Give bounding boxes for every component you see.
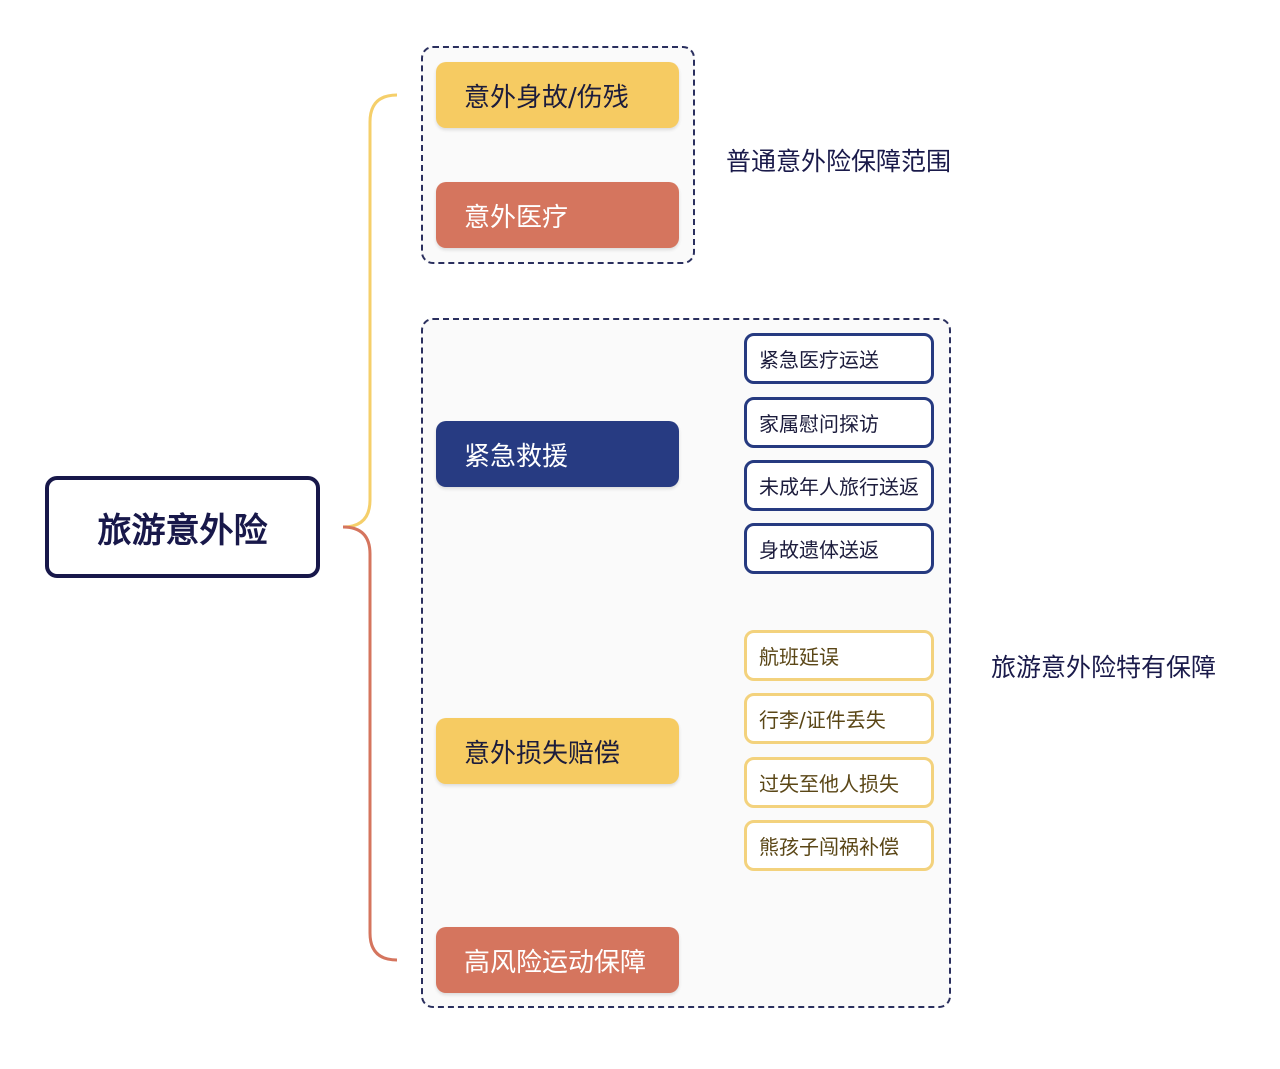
leaf-emergency-medical-transport: 紧急医疗运送 <box>744 333 934 384</box>
leaf-remains-repatriation: 身故遗体送返 <box>744 523 934 574</box>
leaf-minor-return: 未成年人旅行送返 <box>744 460 934 511</box>
travel-coverage-caption: 旅游意外险特有保障 <box>991 653 1217 682</box>
node-emergency-rescue: 紧急救援 <box>436 421 679 487</box>
node-accidental-loss-compensation: 意外损失赔偿 <box>436 718 679 784</box>
node-accidental-medical: 意外医疗 <box>436 182 679 248</box>
root-node: 旅游意外险 <box>45 476 320 578</box>
leaf-flight-delay: 航班延误 <box>744 630 934 681</box>
leaf-luggage-document-loss: 行李/证件丢失 <box>744 693 934 744</box>
root-bracket-lower <box>342 525 398 962</box>
leaf-third-party-liability: 过失至他人损失 <box>744 757 934 808</box>
leaf-child-mischief-compensation: 熊孩子闯祸补偿 <box>744 820 934 871</box>
node-high-risk-sports: 高风险运动保障 <box>436 927 679 993</box>
node-accidental-death-disability: 意外身故/伤残 <box>436 62 679 128</box>
leaf-family-visit: 家属慰问探访 <box>744 397 934 448</box>
root-bracket-upper <box>342 93 398 529</box>
general-coverage-caption: 普通意外险保障范围 <box>726 147 952 176</box>
